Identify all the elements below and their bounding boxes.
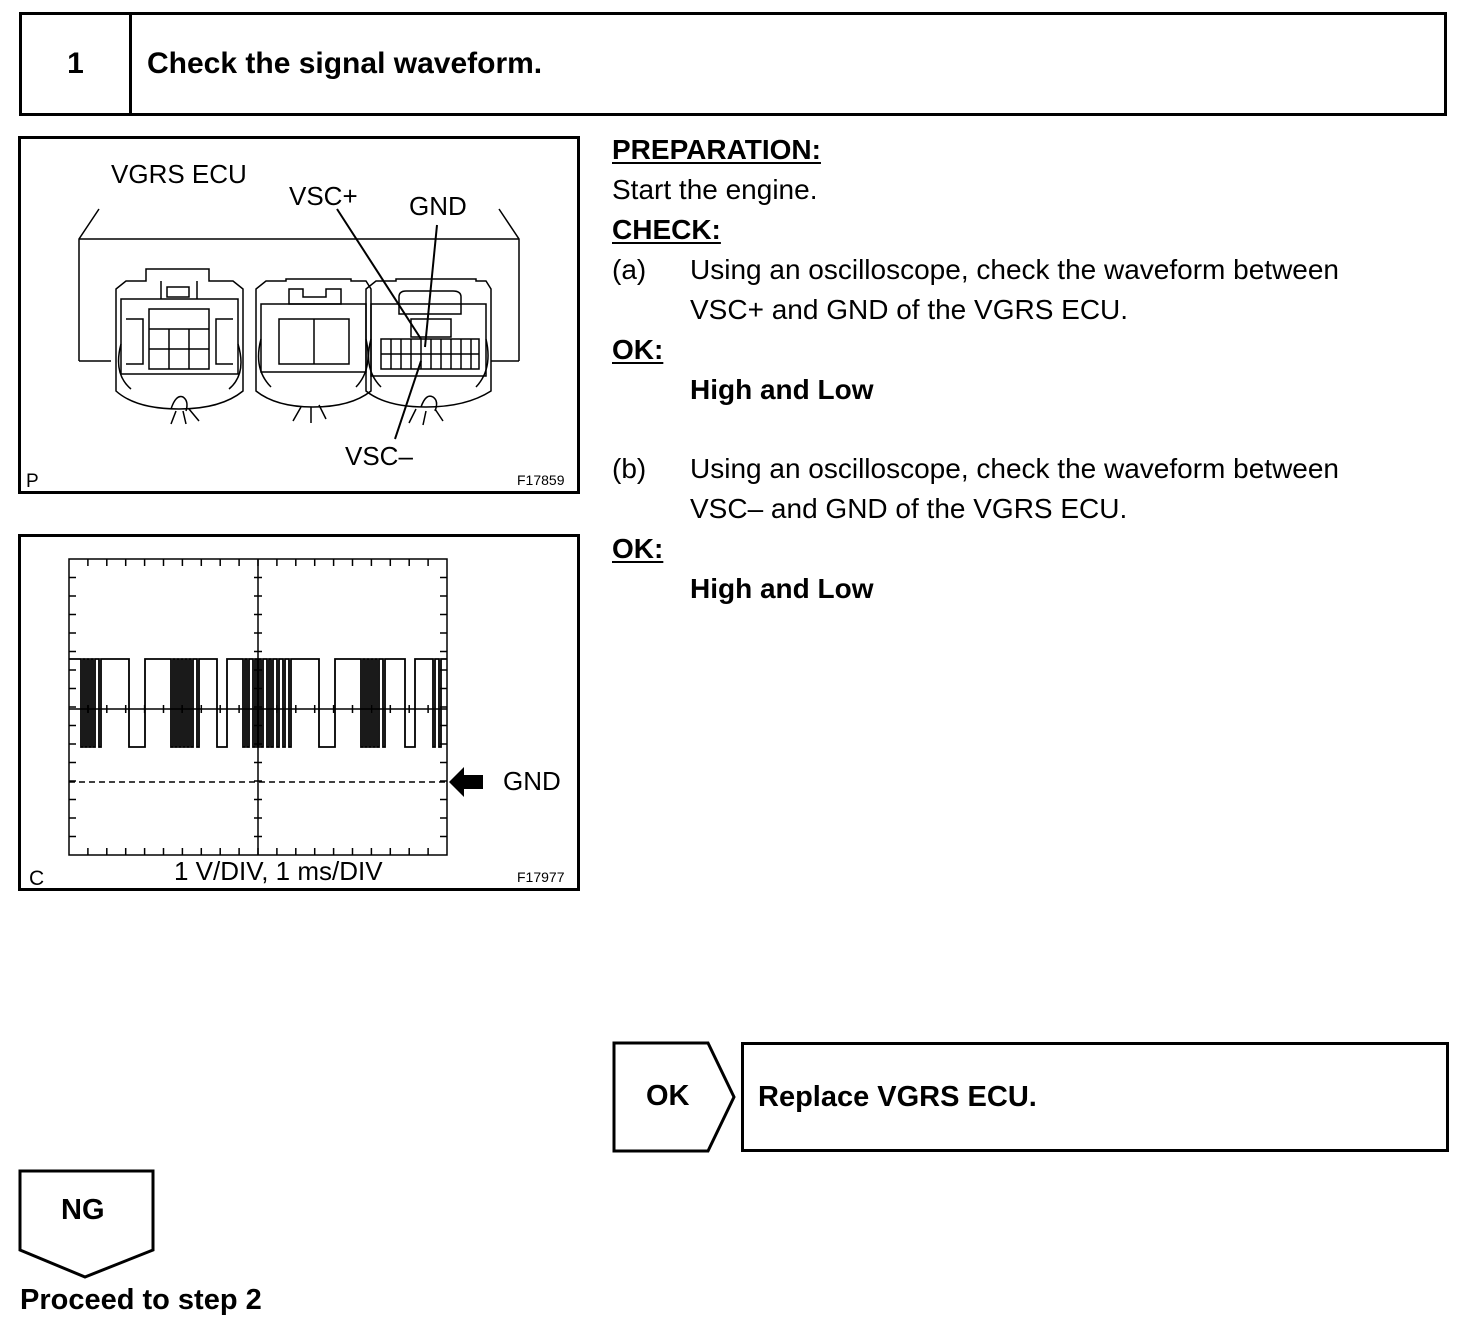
ok-action-text: Replace VGRS ECU.	[758, 1080, 1037, 1113]
ok-heading-a: OK:	[612, 334, 664, 365]
gnd-label: GND	[409, 191, 467, 221]
proceed-text: Proceed to step 2	[20, 1284, 262, 1316]
ng-arrow-box	[18, 1169, 155, 1279]
item-a-line2: VSC+ and GND of the VGRS ECU.	[690, 294, 1129, 325]
ok-heading-b: OK:	[612, 533, 664, 564]
ok-action-box: Replace VGRS ECU.	[741, 1042, 1449, 1152]
scale-label: 1 V/DIV, 1 ms/DIV	[174, 856, 383, 886]
item-b-marker: (b)	[612, 453, 647, 484]
preparation-text: Start the engine.	[612, 174, 818, 205]
step-number: 1	[22, 15, 132, 113]
item-a-marker: (a)	[612, 254, 647, 285]
item-b-line2: VSC– and GND of the VGRS ECU.	[690, 493, 1128, 524]
check-heading: CHECK:	[612, 214, 721, 245]
ok-value-b: High and Low	[690, 573, 874, 604]
preparation-heading: PREPARATION:	[612, 134, 821, 165]
gnd-marker-label: GND	[503, 766, 561, 796]
item-b-line1: Using an oscilloscope, check the wavefor…	[690, 453, 1340, 484]
figure-code: F17859	[517, 472, 565, 488]
vsc-minus-label: VSC–	[345, 441, 413, 471]
oscilloscope-waveform: GND 1 V/DIV, 1 ms/DIV C F17977	[29, 558, 565, 888]
oscilloscope-figure: GND 1 V/DIV, 1 ms/DIV C F17977	[18, 534, 580, 891]
vsc-plus-label: VSC+	[289, 181, 358, 211]
connector-illustration: VGRS ECU VSC+ GND VSC– P F17859	[26, 159, 565, 491]
gnd-arrow-icon	[449, 767, 483, 797]
ok-value-a: High and Low	[690, 374, 874, 405]
ok-arrow-box	[612, 1041, 736, 1153]
connector-figure: VGRS ECU VSC+ GND VSC– P F17859	[18, 136, 580, 494]
figure-code: F17977	[517, 869, 565, 885]
step-header: 1 Check the signal waveform.	[19, 12, 1447, 116]
ok-label: OK	[646, 1080, 690, 1112]
waveform-trace	[69, 658, 447, 748]
ecu-label: VGRS ECU	[111, 159, 247, 189]
figure-corner-letter: P	[26, 471, 39, 491]
step-title: Check the signal waveform.	[147, 47, 543, 80]
figure-corner-letter: C	[29, 867, 44, 888]
item-a-line1: Using an oscilloscope, check the wavefor…	[690, 254, 1340, 285]
ng-label: NG	[61, 1194, 105, 1226]
